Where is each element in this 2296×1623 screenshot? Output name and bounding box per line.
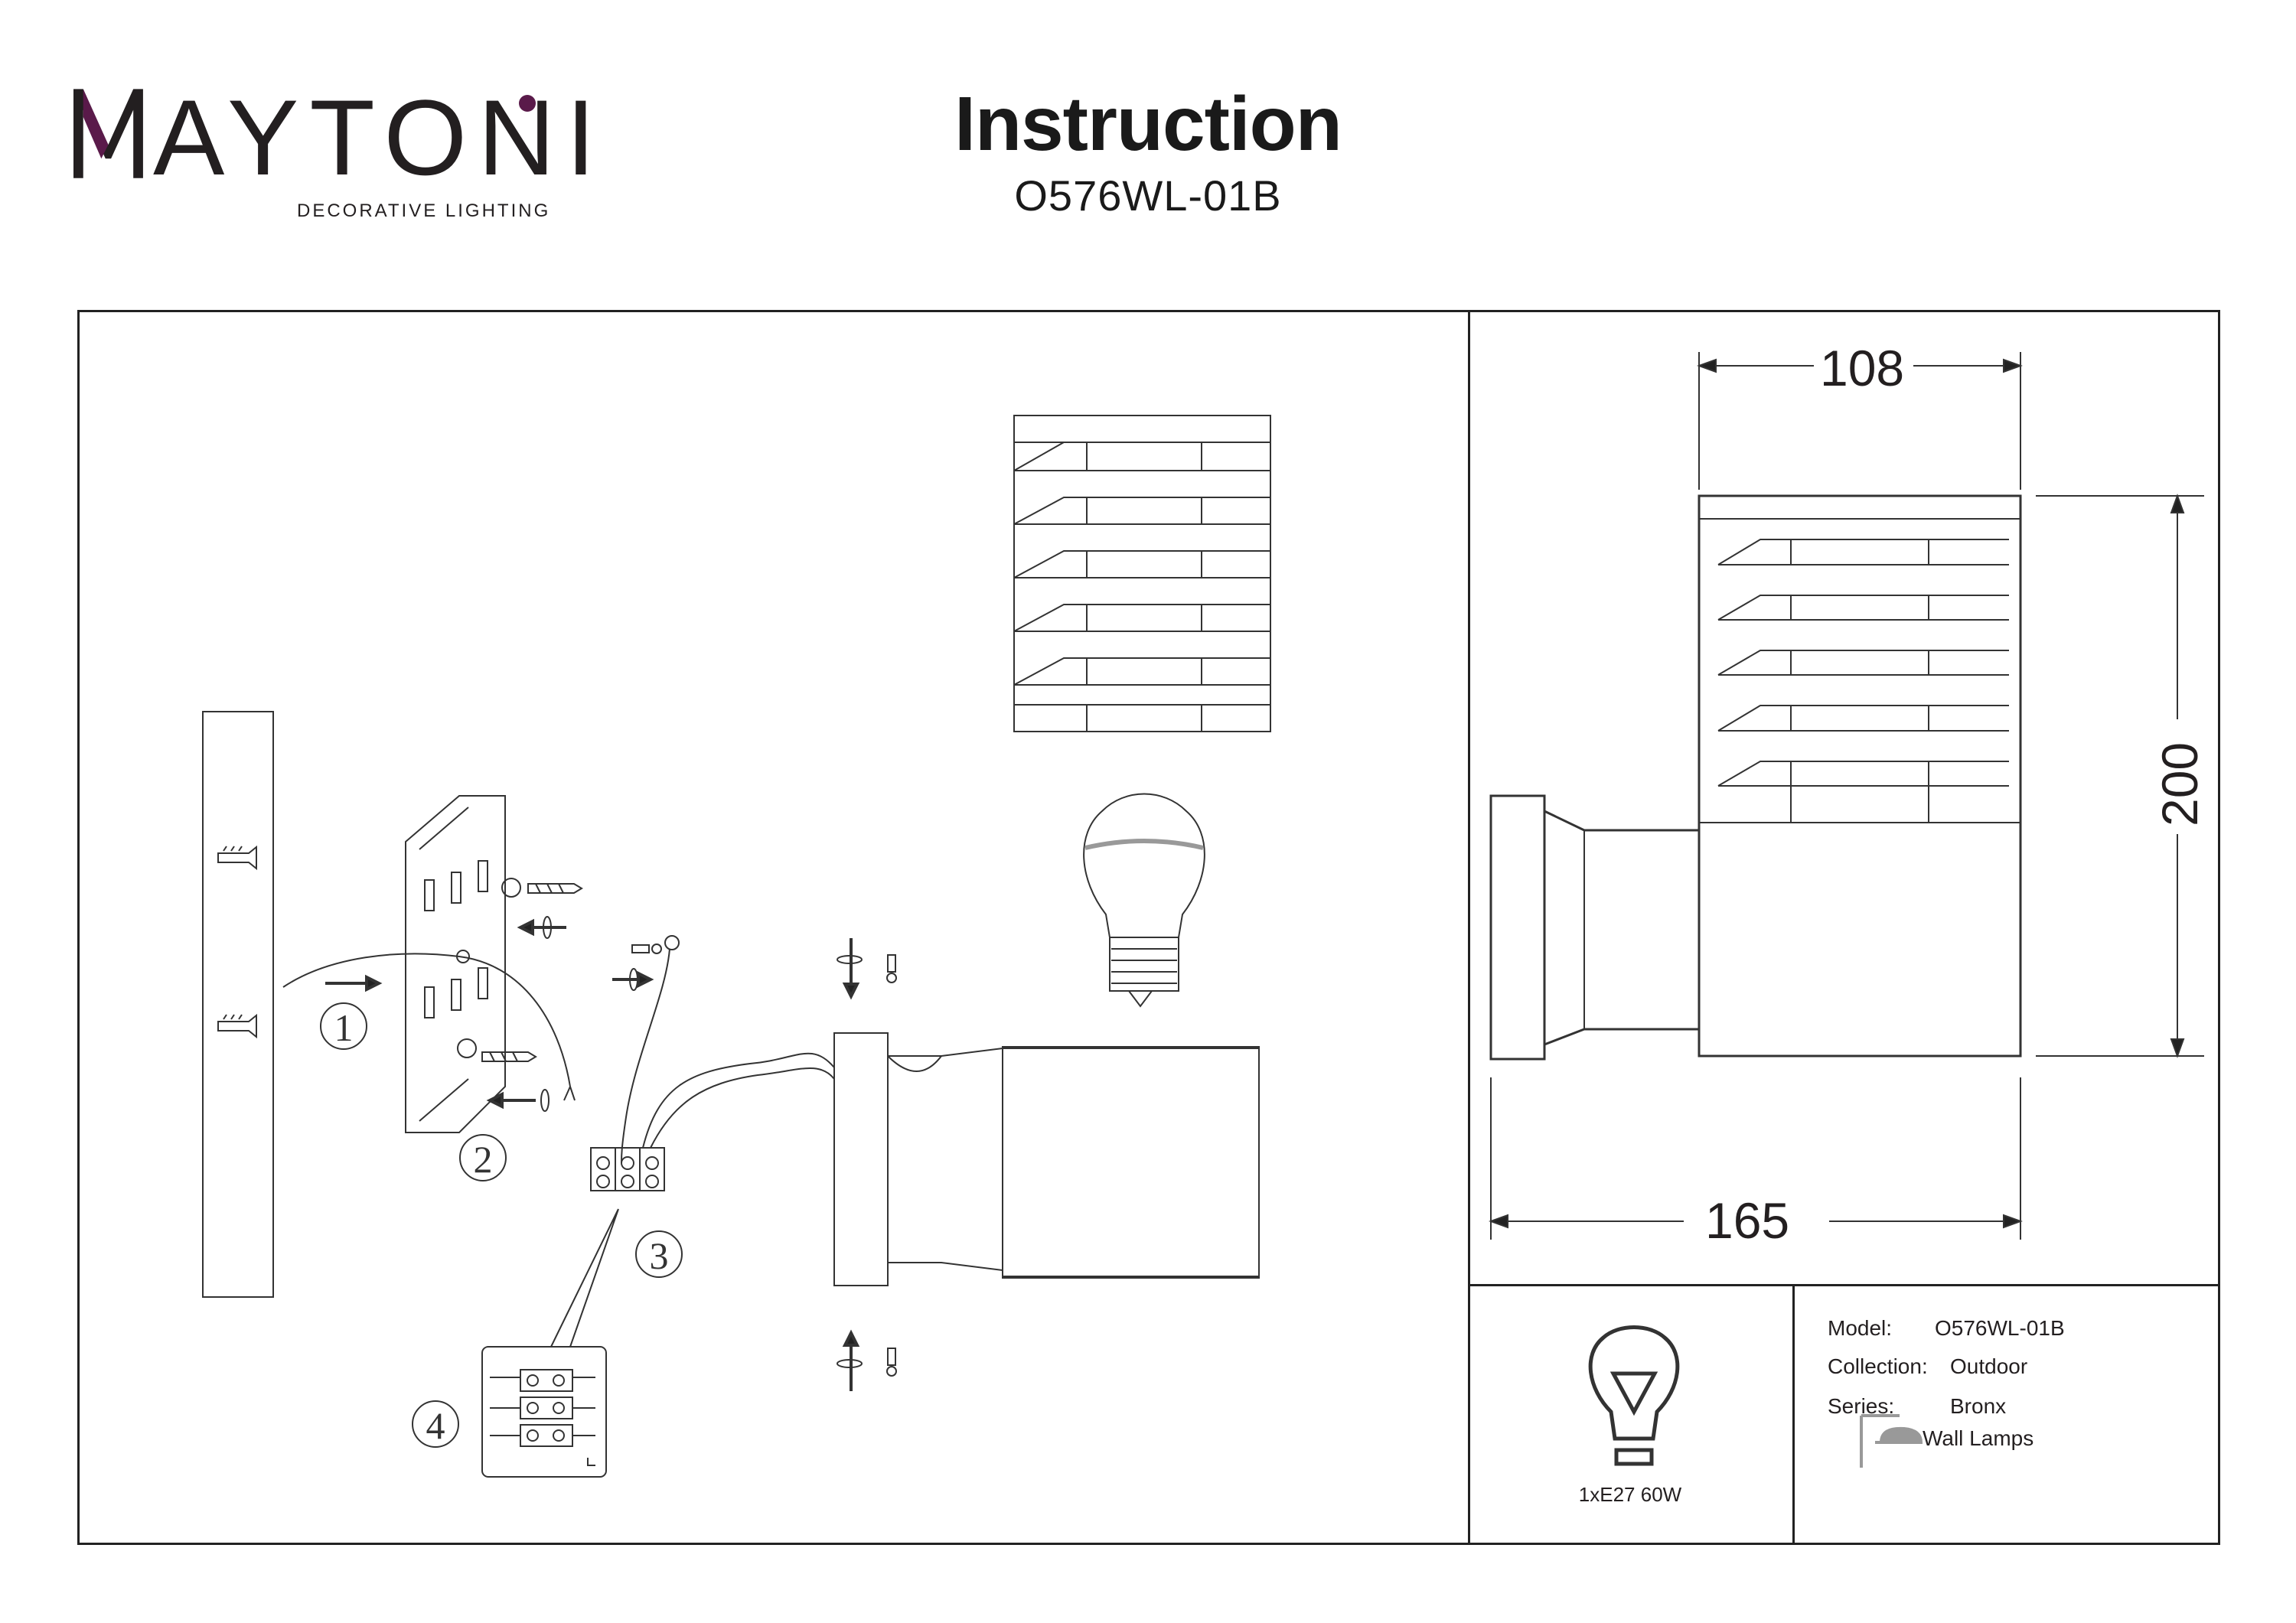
logo-m-icon xyxy=(73,89,143,178)
lamp-shade-louvres xyxy=(1013,415,1271,732)
supply-cable xyxy=(282,953,571,1087)
dimension-width: 108 xyxy=(1820,340,1905,396)
info-model-label: Model: xyxy=(1828,1316,1893,1340)
step-3-badge: 3 xyxy=(635,1230,683,1278)
info-collection-label: Collection: xyxy=(1828,1354,1928,1378)
frame-divider-horizontal xyxy=(1468,1284,2220,1286)
lamp-body-side-view xyxy=(833,1032,1260,1286)
info-collection-value: Outdoor xyxy=(1950,1354,2028,1378)
dimension-height: 200 xyxy=(2151,741,2208,826)
wall-anchor-top xyxy=(217,845,257,871)
terminal-block xyxy=(590,1147,665,1191)
mounting-bracket xyxy=(405,795,506,1133)
lamp-wire xyxy=(642,1052,835,1149)
wall-anchor-bottom xyxy=(217,1013,257,1039)
light-bulb xyxy=(1083,793,1205,1008)
info-series-label: Series: xyxy=(1828,1394,1895,1418)
small-screws xyxy=(631,943,897,1377)
power-rating: 1xE27 60W xyxy=(1578,1483,1682,1506)
step-4-badge: 4 xyxy=(412,1400,459,1448)
step-2-badge: 2 xyxy=(459,1134,507,1181)
frame-divider-info xyxy=(1792,1284,1795,1545)
detail-leader xyxy=(550,1208,619,1348)
info-series-value: Bronx xyxy=(1950,1394,2007,1418)
dimension-drawing xyxy=(1489,352,2204,1240)
bulb-icon xyxy=(1588,1325,1680,1466)
page-subtitle-model: O576WL-01B xyxy=(1014,171,1282,220)
brand-accent-dot xyxy=(519,95,536,112)
info-type-value: Wall Lamps xyxy=(1923,1426,2034,1450)
step-1-badge: 1 xyxy=(320,1002,367,1050)
wiring-detail-box xyxy=(481,1346,607,1478)
instruction-frame xyxy=(77,310,2220,1545)
page-title: Instruction xyxy=(954,81,1342,167)
bracket-screw-bottom xyxy=(457,1038,537,1062)
wall-with-anchors xyxy=(202,711,274,1298)
wall-lamp-icon xyxy=(1860,1414,1923,1468)
frame-divider-vertical xyxy=(1468,310,1470,1545)
bracket-screw-top xyxy=(501,878,583,898)
ground-wire xyxy=(621,948,670,1164)
info-model-value: O576WL-01B xyxy=(1935,1316,2065,1340)
washers xyxy=(540,916,863,1368)
dimension-depth: 165 xyxy=(1705,1192,1790,1249)
brand-logo: AYTONI DECORATIVE LIGHTING xyxy=(73,84,595,230)
brand-tagline: DECORATIVE LIGHTING xyxy=(297,200,551,221)
